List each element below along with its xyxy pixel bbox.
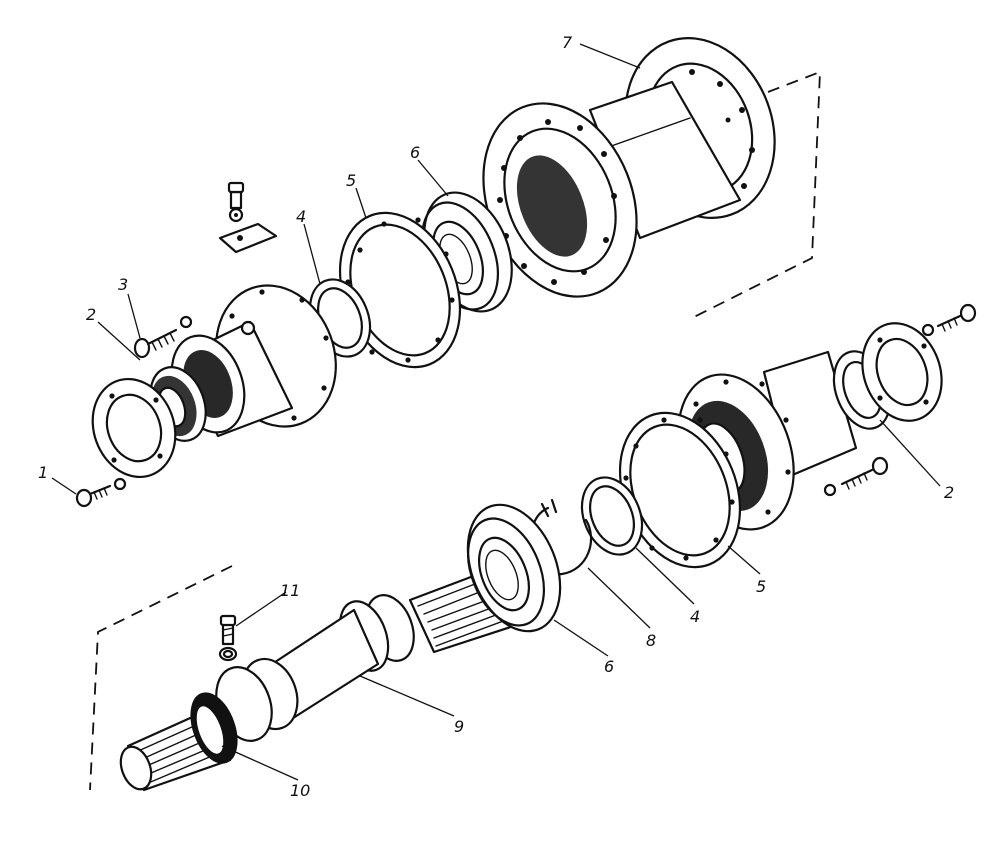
callout-labels: 1 2 3 4 5 6 7 2 5 4 8 6 9 10 11 [38, 33, 954, 800]
cover-plate-with-bolt [218, 181, 278, 254]
part-1-bolt [75, 477, 127, 508]
callout-4-upper: 4 [296, 207, 306, 226]
callout-6-upper: 6 [410, 143, 420, 162]
leader-6b [553, 619, 609, 657]
leader-10 [221, 745, 299, 781]
part-9-shaft [119, 564, 528, 792]
callout-11: 11 [280, 581, 300, 600]
part-6-bearing-lower [466, 503, 562, 633]
leader-8 [587, 567, 651, 629]
leader-11 [235, 591, 287, 627]
part-11-bolt [218, 614, 238, 662]
callout-2-lower: 2 [944, 483, 954, 502]
leader-4a [303, 223, 321, 285]
leader-5a [355, 187, 367, 219]
bolt-right-upper [921, 303, 977, 337]
callout-2-upper: 2 [86, 305, 96, 324]
part-10-gear-ring [190, 692, 238, 764]
callout-9: 9 [454, 717, 464, 736]
callout-4-lower: 4 [690, 607, 700, 626]
bearing-housing-left [170, 284, 337, 438]
callout-6-lower: 6 [604, 657, 614, 676]
bolt-right-lower [823, 456, 889, 497]
bearing-cap-right [861, 322, 943, 422]
assembly-boundary-lower [89, 565, 233, 791]
callout-5-upper: 5 [346, 171, 356, 190]
leader-9 [359, 675, 455, 717]
leader-lines [51, 43, 941, 781]
callout-10: 10 [290, 781, 310, 800]
callout-8: 8 [646, 631, 656, 650]
bearing-cap-left [91, 377, 177, 479]
part-4-seal-ring-lower [580, 476, 644, 556]
leader-3 [127, 293, 141, 339]
leader-2a [97, 321, 141, 361]
callout-3: 3 [118, 275, 128, 294]
leader-1 [51, 477, 77, 495]
assembly-boundary-upper [691, 70, 821, 319]
part-3-bolt [133, 315, 193, 359]
leader-2b [879, 419, 941, 487]
leader-7 [579, 43, 641, 69]
leader-6a [417, 159, 449, 197]
callout-7: 7 [562, 33, 573, 52]
leader-5b [727, 545, 761, 575]
callout-1: 1 [38, 463, 48, 482]
leader-4b [635, 547, 695, 605]
callout-5-lower: 5 [756, 577, 766, 596]
